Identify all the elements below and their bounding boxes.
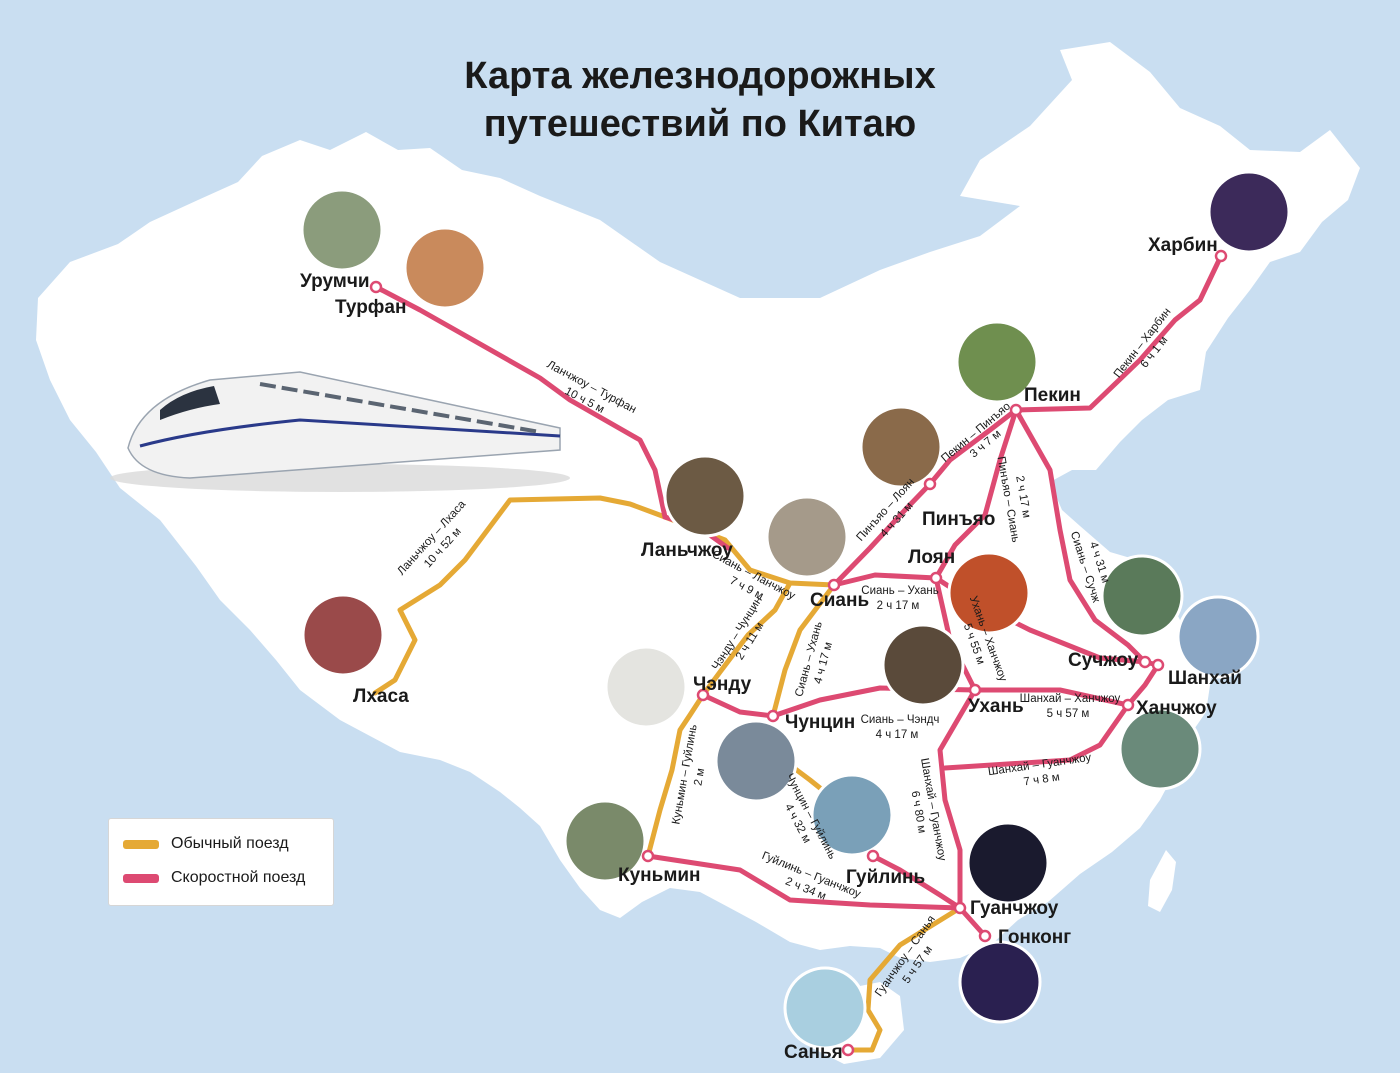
great-wall-photo: [955, 320, 1039, 404]
route-kunming-guilin-guangzhou: [645, 853, 963, 911]
station-dot-chongqing: [766, 709, 780, 723]
city-label-suzhou: Сучжоу: [1068, 650, 1139, 671]
city-label-lanzhou: Ланьчжоу: [641, 540, 733, 561]
station-dot-suzhou: [1138, 655, 1152, 669]
legend-text-regular: Обычный поезд: [171, 835, 289, 852]
map-title: Карта железнодорожных путешествий по Кит…: [380, 52, 1020, 148]
station-dot-hongkong: [978, 929, 992, 943]
route-beijing-pingyao: [927, 407, 1019, 487]
ancient-tower-photo: [859, 405, 943, 489]
beach-umbrella-photo: [783, 966, 867, 1050]
photo-circles: [300, 170, 1291, 1050]
city-label-chongqing: Чунцин: [785, 712, 855, 733]
station-dot-xian: [827, 578, 841, 592]
legend-swatch-high-speed: [123, 873, 159, 883]
route-xian-chengdu-regular: [700, 580, 793, 698]
ice-festival-photo: [1207, 170, 1291, 254]
station-dot-luoyang: [929, 571, 943, 585]
route-label-shanghai-guangzhou-time: 7 ч 8 м: [1023, 771, 1061, 788]
city-label-harbin: Харбин: [1148, 235, 1218, 256]
route-guilin-guangzhou: [870, 853, 963, 911]
desert-cliffs-photo: [403, 226, 487, 310]
station-dot-urumqi: [369, 280, 383, 294]
city-label-xian: Сиань: [810, 590, 869, 611]
canton-tower-photo: [966, 821, 1050, 905]
route-xian-luoyang: [831, 572, 939, 588]
train-illustration: [110, 371, 570, 492]
station-dot-guilin: [866, 849, 880, 863]
station-dot-wuhan: [968, 683, 982, 697]
route-hangzhou-guangzhou: [942, 702, 1131, 771]
water-wheel-photo: [663, 454, 747, 538]
city-label-shanghai: Шанхай: [1168, 668, 1242, 689]
route-guangzhou-hongkong: [957, 905, 988, 939]
city-label-turpan: Турфан: [335, 297, 406, 318]
city-label-pingyao: Пинъяо: [922, 509, 995, 530]
city-label-hangzhou: Ханчжоу: [1136, 698, 1217, 719]
city-label-wuhan: Ухань: [968, 696, 1024, 717]
city-label-lhasa: Лхаса: [353, 686, 409, 707]
route-label-kunming-guilin-time: 2 м: [692, 767, 707, 786]
temple-gate-photo: [300, 188, 384, 272]
station-dot-hangzhou: [1121, 698, 1135, 712]
city-label-sanya: Санья: [784, 1042, 843, 1063]
legend: Обычный поезд Скоростной поезд: [108, 818, 334, 906]
route-label-xian-chengdu-time: 4 ч 17 м: [876, 729, 919, 741]
garden-pavilion-photo: [1100, 554, 1184, 638]
route-beijing-xian: [933, 407, 1019, 581]
legend-item-high-speed: Скоростной поезд: [123, 867, 305, 889]
station-dot-kunming: [641, 849, 655, 863]
route-wuhan-guangzhou: [937, 687, 978, 911]
route-label-shanghai-hangzhou-name: Шанхай – Ханчжоу: [1020, 693, 1121, 705]
terracotta-army-photo: [765, 495, 849, 579]
route-label-shanghai-hangzhou-time: 5 ч 57 м: [1047, 708, 1090, 720]
route-pingyao-luoyang: [831, 481, 933, 588]
pandas-photo: [604, 645, 688, 729]
stone-forest-photo: [563, 799, 647, 883]
route-label-xian-chengdu-name: Сиань – Чэндч: [861, 714, 940, 726]
city-label-guilin: Гуйлинь: [846, 867, 925, 888]
legend-item-regular: Обычный поезд: [123, 833, 289, 855]
city-label-chengdu: Чэнду: [693, 674, 752, 695]
taiwan-island-shape: [1148, 850, 1176, 912]
city-label-luoyang: Лоян: [908, 547, 955, 568]
city-label-beijing: Пекин: [1024, 385, 1081, 406]
legend-text-high-speed: Скоростной поезд: [171, 869, 306, 886]
route-beijing-harbin: [1013, 253, 1224, 413]
route-lanzhou-lhasa: [372, 495, 668, 696]
route-shanghai-hangzhou: [1125, 662, 1161, 708]
station-dot-sanya: [841, 1043, 855, 1057]
city-label-kunming: Куньмин: [618, 865, 701, 886]
route-turpan-lanzhou: [373, 284, 668, 520]
city-skyline-photo: [714, 719, 798, 803]
shaolin-monks-photo: [947, 551, 1031, 635]
route-xian-chongqing-regular: [770, 582, 837, 719]
karst-river-photo: [810, 773, 894, 857]
potala-palace-photo: [301, 593, 385, 677]
route-chengdu-kunming-regular: [645, 692, 706, 859]
pudong-skyline-photo: [1176, 595, 1260, 679]
station-dot-shanghai: [1151, 658, 1165, 672]
map-title-line-1: Карта железнодорожных: [464, 55, 936, 97]
city-label-hongkong: Гонконг: [998, 927, 1071, 948]
night-harbour-photo: [958, 940, 1042, 1024]
legend-swatch-regular: [123, 839, 159, 849]
station-dot-beijing: [1009, 403, 1023, 417]
yellow-crane-tower-photo: [881, 623, 965, 707]
route-label-xian-wuhan-name: Сиань – Ухань: [861, 585, 938, 597]
route-chengdu-wuhan: [700, 685, 1131, 719]
station-dot-guangzhou: [953, 901, 967, 915]
map-title-line-2: путешествий по Китаю: [483, 103, 917, 145]
station-dot-harbin: [1214, 249, 1228, 263]
city-label-guangzhou: Гуанчжоу: [970, 898, 1059, 919]
west-lake-photo: [1118, 707, 1202, 791]
city-label-urumqi: Урумчи: [300, 271, 370, 292]
station-dot-chengdu: [696, 688, 710, 702]
route-beijing-suzhou: [1013, 407, 1148, 665]
station-dot-pingyao: [923, 477, 937, 491]
route-guangzhou-sanya: [845, 905, 963, 1053]
route-label-xian-wuhan-time: 2 ч 17 м: [877, 600, 920, 612]
